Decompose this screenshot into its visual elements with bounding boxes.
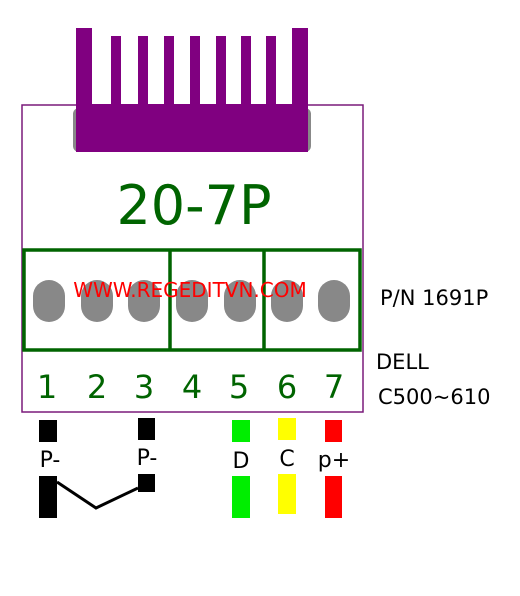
pin-pads <box>33 280 350 322</box>
wire-pin1 <box>39 420 57 518</box>
pin-number-2: 2 <box>87 368 107 406</box>
pin-number-3: 3 <box>134 368 154 406</box>
wire-pin3 <box>138 418 155 492</box>
pin-number-4: 4 <box>182 368 202 406</box>
pin-number-1: 1 <box>37 368 57 406</box>
board-outline <box>21 104 364 413</box>
watermark: WWW.REGEDITVN.COM <box>73 278 307 302</box>
jumper-wire <box>56 480 139 510</box>
connector-housing <box>73 28 311 152</box>
pin-numbers: 1 2 3 4 5 6 7 <box>37 368 344 406</box>
pad-3 <box>128 280 160 322</box>
pin-frame <box>22 248 362 352</box>
pad-6 <box>271 280 303 322</box>
wire-pin5 <box>232 420 250 518</box>
connector-label: 20-7P <box>116 174 271 237</box>
wire-label-pin3: P- <box>137 446 158 471</box>
pad-1 <box>33 280 65 322</box>
brand: DELL <box>376 350 429 374</box>
wire-label-pin1: P- <box>40 448 61 473</box>
pad-7 <box>318 280 350 322</box>
pin-number-7: 7 <box>324 368 344 406</box>
pin-number-6: 6 <box>277 368 297 406</box>
wire-label-pin5: D <box>233 449 250 474</box>
model: C500~610 <box>378 385 491 409</box>
pad-4 <box>176 280 208 322</box>
part-number: P/N 1691P <box>380 286 489 310</box>
pad-5 <box>224 280 256 322</box>
wire-pin7 <box>325 420 342 518</box>
pad-2 <box>81 280 113 322</box>
wire-pin6 <box>278 418 296 514</box>
wire-label-pin6: C <box>279 447 294 472</box>
pin-number-5: 5 <box>229 368 249 406</box>
wire-label-pin7: p+ <box>318 448 350 473</box>
